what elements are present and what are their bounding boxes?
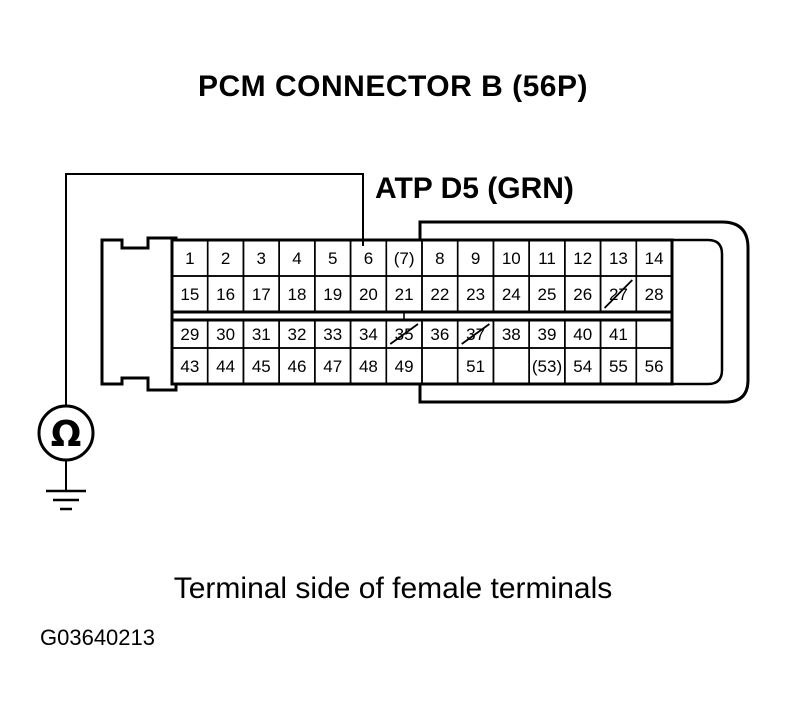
terminal-number: 32 xyxy=(288,325,307,344)
terminal-number: 46 xyxy=(288,357,307,376)
terminal-number: 10 xyxy=(502,249,521,268)
terminal-number: 48 xyxy=(359,357,378,376)
terminal-cavity xyxy=(635,275,673,313)
terminal-number: 9 xyxy=(471,249,480,268)
terminal-number: 30 xyxy=(216,325,235,344)
terminal-number: 35 xyxy=(395,325,414,344)
empty-terminal-slash xyxy=(461,323,490,345)
terminal-number: 44 xyxy=(216,357,235,376)
terminal-number: 8 xyxy=(435,249,444,268)
terminal-number: 31 xyxy=(252,325,271,344)
terminal-number: 5 xyxy=(328,249,337,268)
terminal-number: 56 xyxy=(645,357,664,376)
terminal-number: 25 xyxy=(538,285,557,304)
terminal-number: 45 xyxy=(252,357,271,376)
terminal-number: 49 xyxy=(395,357,414,376)
terminal-number: 26 xyxy=(573,285,592,304)
terminal-number: 40 xyxy=(573,325,592,344)
terminal-number: 28 xyxy=(645,285,664,304)
terminal-number: 20 xyxy=(359,285,378,304)
terminal-number: 17 xyxy=(252,285,271,304)
terminal-number: 2 xyxy=(221,249,230,268)
svg-text:Ω: Ω xyxy=(51,414,82,455)
terminal-number: 23 xyxy=(466,285,485,304)
terminal-number: 21 xyxy=(395,285,414,304)
terminal-number: (53) xyxy=(532,357,562,376)
terminal-cavity xyxy=(635,347,673,385)
terminal-number: 14 xyxy=(645,249,664,268)
terminal-number: 1 xyxy=(185,249,194,268)
ohmmeter-icon: Ω xyxy=(37,404,95,462)
terminal-number: 37 xyxy=(466,325,485,344)
terminal-number: 11 xyxy=(538,249,556,268)
terminal-number: 33 xyxy=(323,325,342,344)
empty-terminal-slash xyxy=(603,279,633,309)
test-lead-wire xyxy=(65,173,364,406)
terminal-number: 41 xyxy=(609,325,628,344)
empty-terminal-slash xyxy=(389,323,419,345)
connector-body xyxy=(100,236,178,392)
terminal-number: 13 xyxy=(609,249,628,268)
terminal-number: (7) xyxy=(394,249,415,268)
terminal-number: 34 xyxy=(359,325,378,344)
figure-id: G03640213 xyxy=(40,625,155,650)
terminal-number: 27 xyxy=(609,285,628,304)
terminal-number: 22 xyxy=(430,285,449,304)
terminal-number: 47 xyxy=(323,357,342,376)
terminal-number: 6 xyxy=(364,249,373,268)
wire-label: ATP D5 (GRN) xyxy=(375,172,574,205)
terminal-number: 12 xyxy=(573,249,592,268)
terminal-number: 16 xyxy=(216,285,235,304)
terminal-number: 24 xyxy=(502,285,521,304)
terminal-number: 51 xyxy=(466,357,485,376)
terminal-number: 19 xyxy=(323,285,342,304)
terminal-number: 39 xyxy=(538,325,557,344)
terminal-number: 18 xyxy=(288,285,307,304)
diagram-title: PCM CONNECTOR B (56P) xyxy=(198,70,588,103)
connector-housing-outline xyxy=(418,220,750,404)
terminal-number: 36 xyxy=(430,325,449,344)
diagram-caption: Terminal side of female terminals xyxy=(173,572,613,605)
terminal-number: 3 xyxy=(257,249,266,268)
terminal-number: 4 xyxy=(292,249,301,268)
ground-icon xyxy=(46,489,86,511)
terminal-number: 15 xyxy=(180,285,199,304)
terminal-number: 43 xyxy=(180,357,199,376)
connector-inner-lip xyxy=(670,238,724,386)
terminal-number: 55 xyxy=(609,357,628,376)
terminal-number: 54 xyxy=(573,357,592,376)
terminal-number: 29 xyxy=(180,325,199,344)
terminal-number: 38 xyxy=(502,325,521,344)
